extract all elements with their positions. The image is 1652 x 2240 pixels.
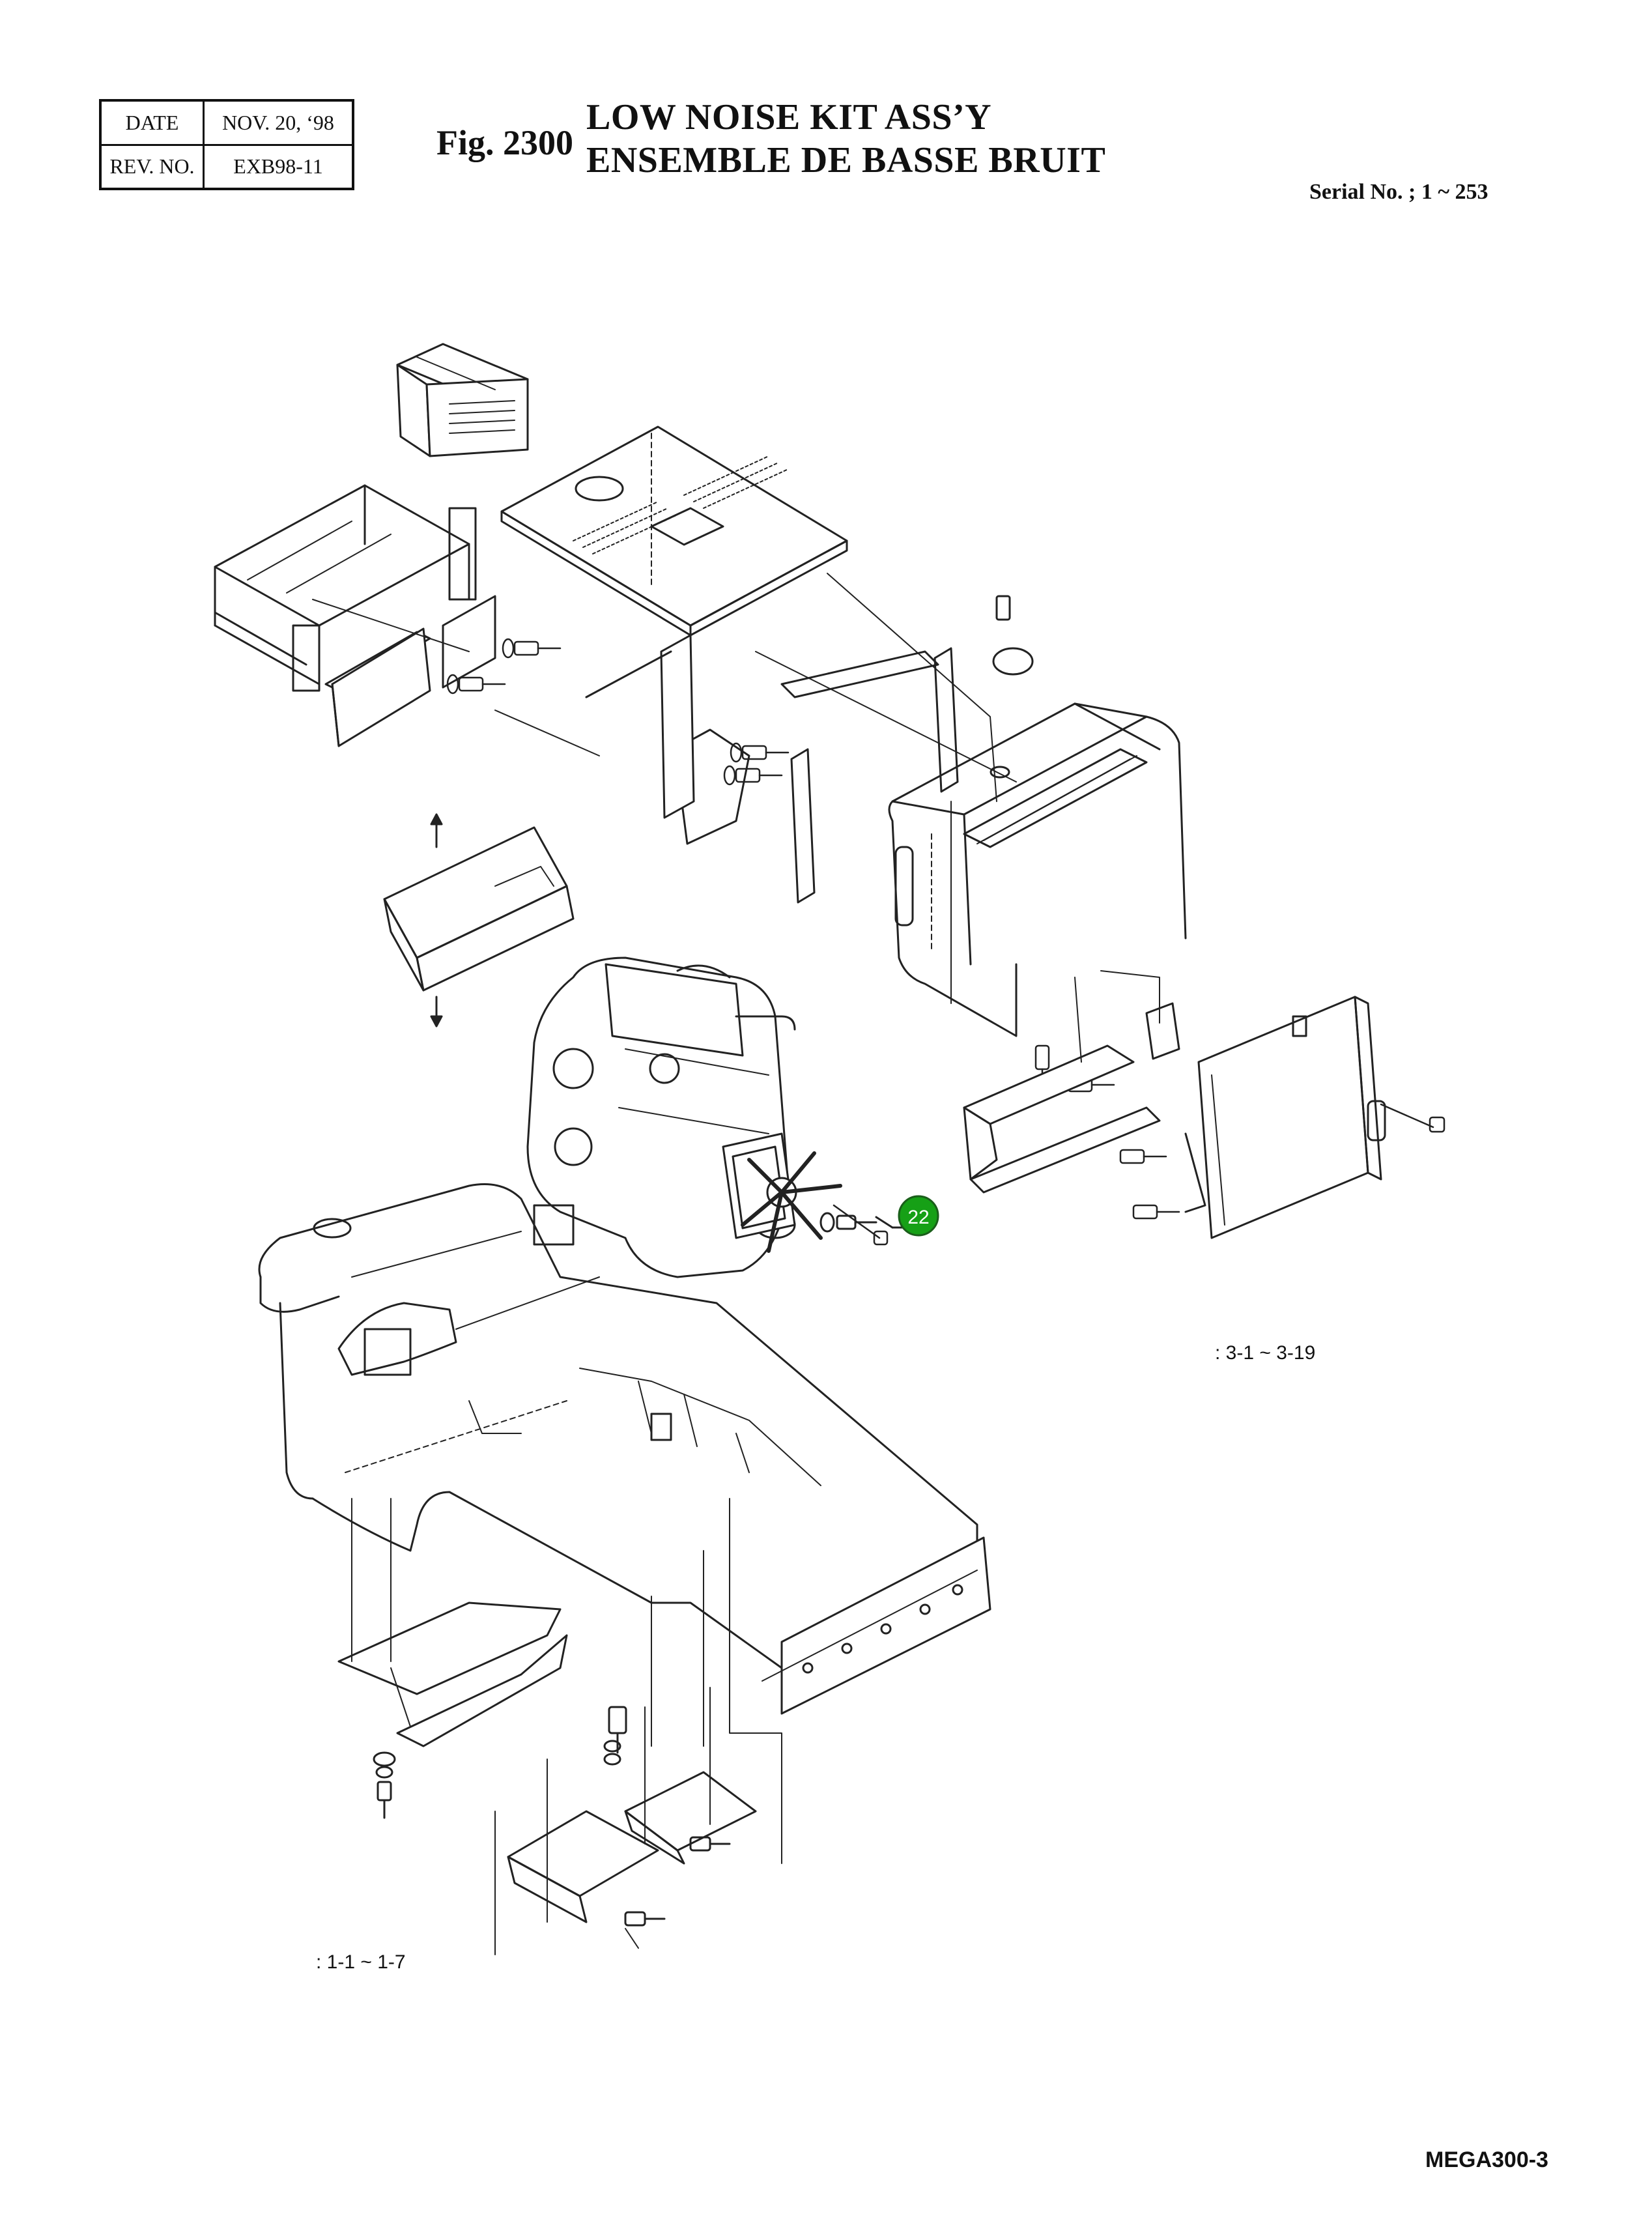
bolt-icon xyxy=(1380,1103,1445,1133)
bolt-icon xyxy=(446,674,506,695)
top-cover-plate xyxy=(500,425,848,637)
side-brackets xyxy=(331,627,750,845)
bolts-group xyxy=(446,638,1445,1246)
title-french: ENSEMBLE DE BASSE BRUIT xyxy=(586,140,1106,180)
bolt-icon xyxy=(730,742,790,763)
title-english: LOW NOISE KIT ASS’Y xyxy=(586,97,992,137)
base-frame xyxy=(258,1183,991,1715)
callout-22-label: 22 xyxy=(907,1207,929,1228)
figure-number: Fig. 2300 xyxy=(436,123,573,162)
document-code: MEGA300-3 xyxy=(1425,2147,1548,2172)
group-reference-right: : 3-1 ~ 3-19 xyxy=(1215,1342,1315,1364)
bolt-icon xyxy=(833,1204,889,1246)
fan-icon xyxy=(741,1151,842,1253)
bolt-icon xyxy=(723,765,783,786)
hood-bonnet xyxy=(888,702,1187,1037)
bottom-skid-plate-center xyxy=(494,1687,757,1955)
mid-brackets xyxy=(963,1002,1206,1213)
rev-label: REV. NO. xyxy=(99,143,205,190)
bolt-icon xyxy=(1119,1149,1167,1164)
callout-22[interactable]: 22 xyxy=(898,1195,939,1237)
date-value: NOV. 20, ‘98 xyxy=(203,99,354,146)
bolt-icon xyxy=(1132,1204,1180,1220)
seal-strips xyxy=(780,595,1034,904)
rev-value: EXB98-11 xyxy=(203,143,354,190)
bottom-skid-plate-left xyxy=(337,1498,568,1819)
serial-range: Serial No. ; 1 ~ 253 xyxy=(1309,180,1488,204)
cooling-fan xyxy=(722,1132,842,1253)
group-reference-left: : 1-1 ~ 1-7 xyxy=(316,1951,406,1973)
revision-table: DATE NOV. 20, ‘98 REV. NO. EXB98-11 xyxy=(99,99,354,190)
top-louvered-cover xyxy=(396,343,529,457)
leader-lines xyxy=(312,573,1160,1864)
side-door-panel xyxy=(1197,996,1386,1239)
bolt-icon xyxy=(502,638,562,659)
air-deflector xyxy=(383,813,575,1027)
date-label: DATE xyxy=(99,99,205,146)
engine-assembly xyxy=(526,956,796,1278)
left-frame-assembly xyxy=(214,484,496,692)
